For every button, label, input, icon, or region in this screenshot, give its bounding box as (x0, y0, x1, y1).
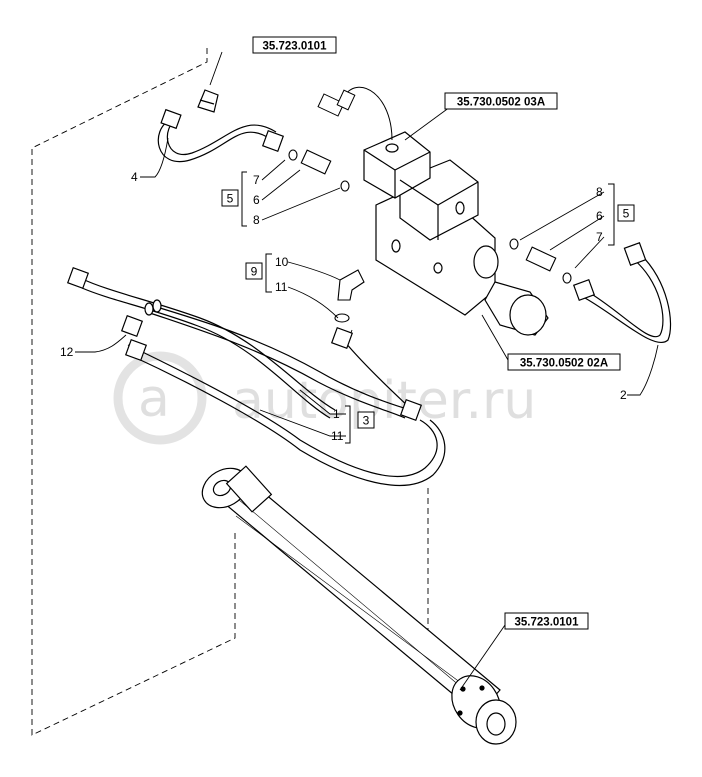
callout-labels: 4 7 6 8 8 6 7 10 11 12 2 1 11 (60, 170, 627, 443)
svg-text:5: 5 (227, 192, 234, 206)
callout-7-left: 7 (253, 173, 260, 187)
hose-2 (572, 242, 672, 343)
long-hoses (66, 266, 446, 487)
callout-4: 4 (131, 170, 138, 184)
ref-text-mid-right: 35.730.0502 02A (520, 358, 608, 370)
hose-4 (157, 89, 285, 163)
callout-1: 1 (333, 407, 340, 421)
ref-box-mid-right: 35.730.0502 02A (507, 353, 621, 371)
callout-2: 2 (620, 388, 627, 402)
ref-text-bottom: 35.723.0101 (515, 617, 580, 629)
ref-text-top-left: 35.723.0101 (263, 41, 328, 53)
callout-11-lower: 11 (331, 429, 344, 443)
callout-11-upper: 11 (275, 280, 288, 294)
leader-lines (75, 51, 659, 691)
solenoid-connector (317, 86, 393, 141)
group-box-5-right: 5 (617, 204, 635, 222)
group-box-9: 9 (245, 262, 263, 280)
valve-block (363, 131, 549, 336)
ref-box-top-left: 35.723.0101 (252, 36, 337, 54)
callout-12: 12 (60, 345, 74, 359)
svg-text:3: 3 (363, 414, 370, 428)
svg-text:a: a (138, 369, 170, 429)
group-box-5-left: 5 (221, 189, 239, 207)
ref-box-top-right: 35.730.0502 03A (444, 92, 558, 110)
fitting-right (509, 238, 572, 284)
svg-text:5: 5 (623, 207, 630, 221)
elbow-fitting (334, 269, 365, 323)
callout-6-left: 6 (253, 193, 260, 207)
ref-text-top-right: 35.730.0502 03A (457, 97, 545, 109)
hydraulic-cylinder (201, 465, 517, 745)
callout-7-right: 7 (596, 230, 603, 244)
ref-box-bottom: 35.723.0101 (504, 612, 589, 630)
callout-6-right: 6 (596, 209, 603, 223)
group-brackets (241, 171, 615, 444)
watermark: a autopiter.ru (113, 351, 536, 445)
group-box-3: 3 (357, 411, 375, 429)
callout-8-left: 8 (253, 213, 260, 227)
callout-8-right: 8 (596, 185, 603, 199)
fitting-left (288, 149, 350, 192)
svg-text:9: 9 (251, 265, 258, 279)
callout-10: 10 (275, 255, 289, 269)
